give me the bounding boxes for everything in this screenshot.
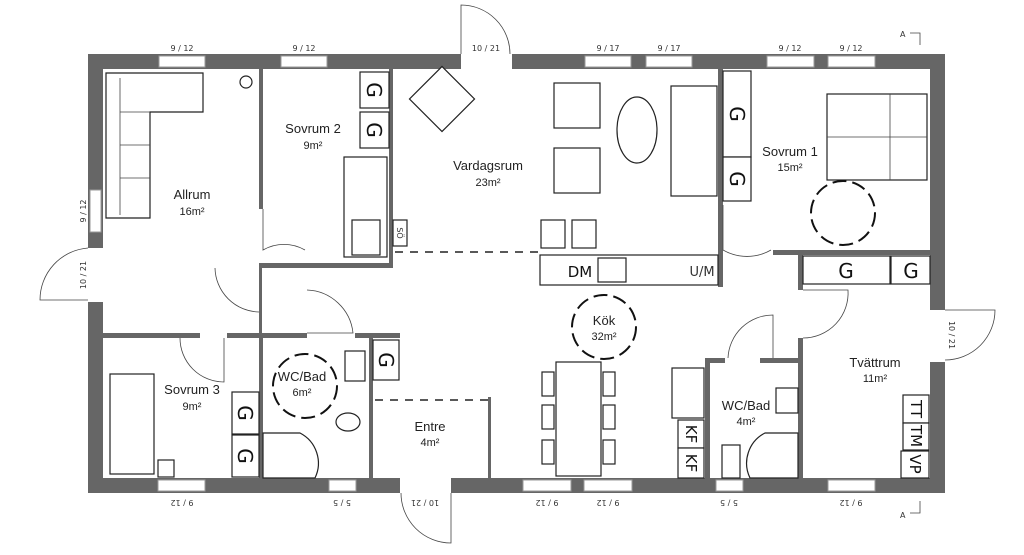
room-name: Tvättrum <box>849 355 900 370</box>
room-name: Sovrum 2 <box>285 121 341 136</box>
room-area: 16m² <box>179 206 204 218</box>
dim-label: 10 / 21 <box>79 261 88 289</box>
top-dimension-labels: 9 / 12 9 / 12 10 / 21 9 / 17 9 / 17 9 / … <box>170 44 862 53</box>
room-labels: Allrum 16m² Sovrum 2 9m² Vardagsrum 23m²… <box>164 121 900 449</box>
dim-label: 9 / 12 <box>535 498 558 507</box>
wardrobe-label: G <box>362 82 386 98</box>
wardrobe-label: G <box>233 405 257 421</box>
dim-label: 9 / 17 <box>596 44 619 53</box>
dim-label: 10 / 21 <box>411 498 439 507</box>
bottom-windows <box>157 478 876 544</box>
dim-label: 9 / 12 <box>778 44 801 53</box>
room-name: Vardagsrum <box>453 158 523 173</box>
wardrobe-label: G <box>362 122 386 138</box>
wardrobe-label: G <box>374 352 398 368</box>
section-marker-label: A <box>900 511 906 520</box>
room-name: Sovrum 3 <box>164 382 220 397</box>
dryer-label: TT <box>907 399 925 419</box>
so-label: SÖ <box>395 227 405 238</box>
heat-pump-label: VP <box>906 454 924 473</box>
interior-doors <box>179 205 849 383</box>
room-name: WC/Bad <box>278 369 326 384</box>
room-area: 6m² <box>293 387 312 399</box>
dim-label: 9 / 12 <box>839 44 862 53</box>
section-markers: A A <box>900 30 921 520</box>
room-area: 11m² <box>863 373 888 385</box>
room-name: Entre <box>414 419 445 434</box>
wardrobe-label: G <box>725 106 749 122</box>
room-name: WC/Bad <box>722 398 770 413</box>
section-marker-label: A <box>900 30 906 39</box>
room-area: 15m² <box>777 162 802 174</box>
interior-walls <box>103 69 930 478</box>
dim-label: 9 / 12 <box>292 44 315 53</box>
room-area: 9m² <box>304 140 323 152</box>
room-area: 32m² <box>591 331 616 343</box>
room-area: 9m² <box>183 401 202 413</box>
side-openings: 9 / 12 10 / 21 10 / 21 <box>39 189 996 362</box>
dishwasher-label: DM <box>568 263 593 281</box>
dim-label: 9 / 17 <box>657 44 680 53</box>
dim-label: 9 / 12 <box>596 498 619 507</box>
dim-label: 9 / 12 <box>839 498 862 507</box>
wardrobe-label: G <box>725 171 749 187</box>
wardrobe-label: G <box>233 448 257 464</box>
dim-label: 9 / 12 <box>170 498 193 507</box>
washer-label: TM <box>907 424 925 447</box>
dim-label: 10 / 21 <box>472 44 500 53</box>
top-windows <box>158 4 876 69</box>
room-name: Kök <box>593 313 616 328</box>
dim-label: 5 / 5 <box>333 498 351 507</box>
room-area: 4m² <box>421 437 440 449</box>
room-area: 23m² <box>475 177 500 189</box>
fridge-freezer-label: KF <box>682 425 700 443</box>
room-name: Allrum <box>174 187 211 202</box>
room-name: Sovrum 1 <box>762 144 818 159</box>
dim-label: 5 / 5 <box>720 498 738 507</box>
fridge-freezer-label: KF <box>682 454 700 472</box>
wardrobe-label: G <box>903 259 919 283</box>
fixture-codes: G G SÖ G G G G G G G DM U/M KF KF TT TM … <box>231 70 931 479</box>
dim-label: 10 / 21 <box>947 321 956 349</box>
dim-label: 9 / 12 <box>170 44 193 53</box>
furniture <box>105 65 928 479</box>
wardrobe-label: G <box>838 259 854 283</box>
oven-label: U/M <box>689 265 714 280</box>
bottom-dimension-labels: 9 / 12 5 / 5 10 / 21 9 / 12 9 / 12 5 / 5… <box>170 498 862 507</box>
dim-label: 9 / 12 <box>79 199 88 222</box>
room-area: 4m² <box>737 416 756 428</box>
